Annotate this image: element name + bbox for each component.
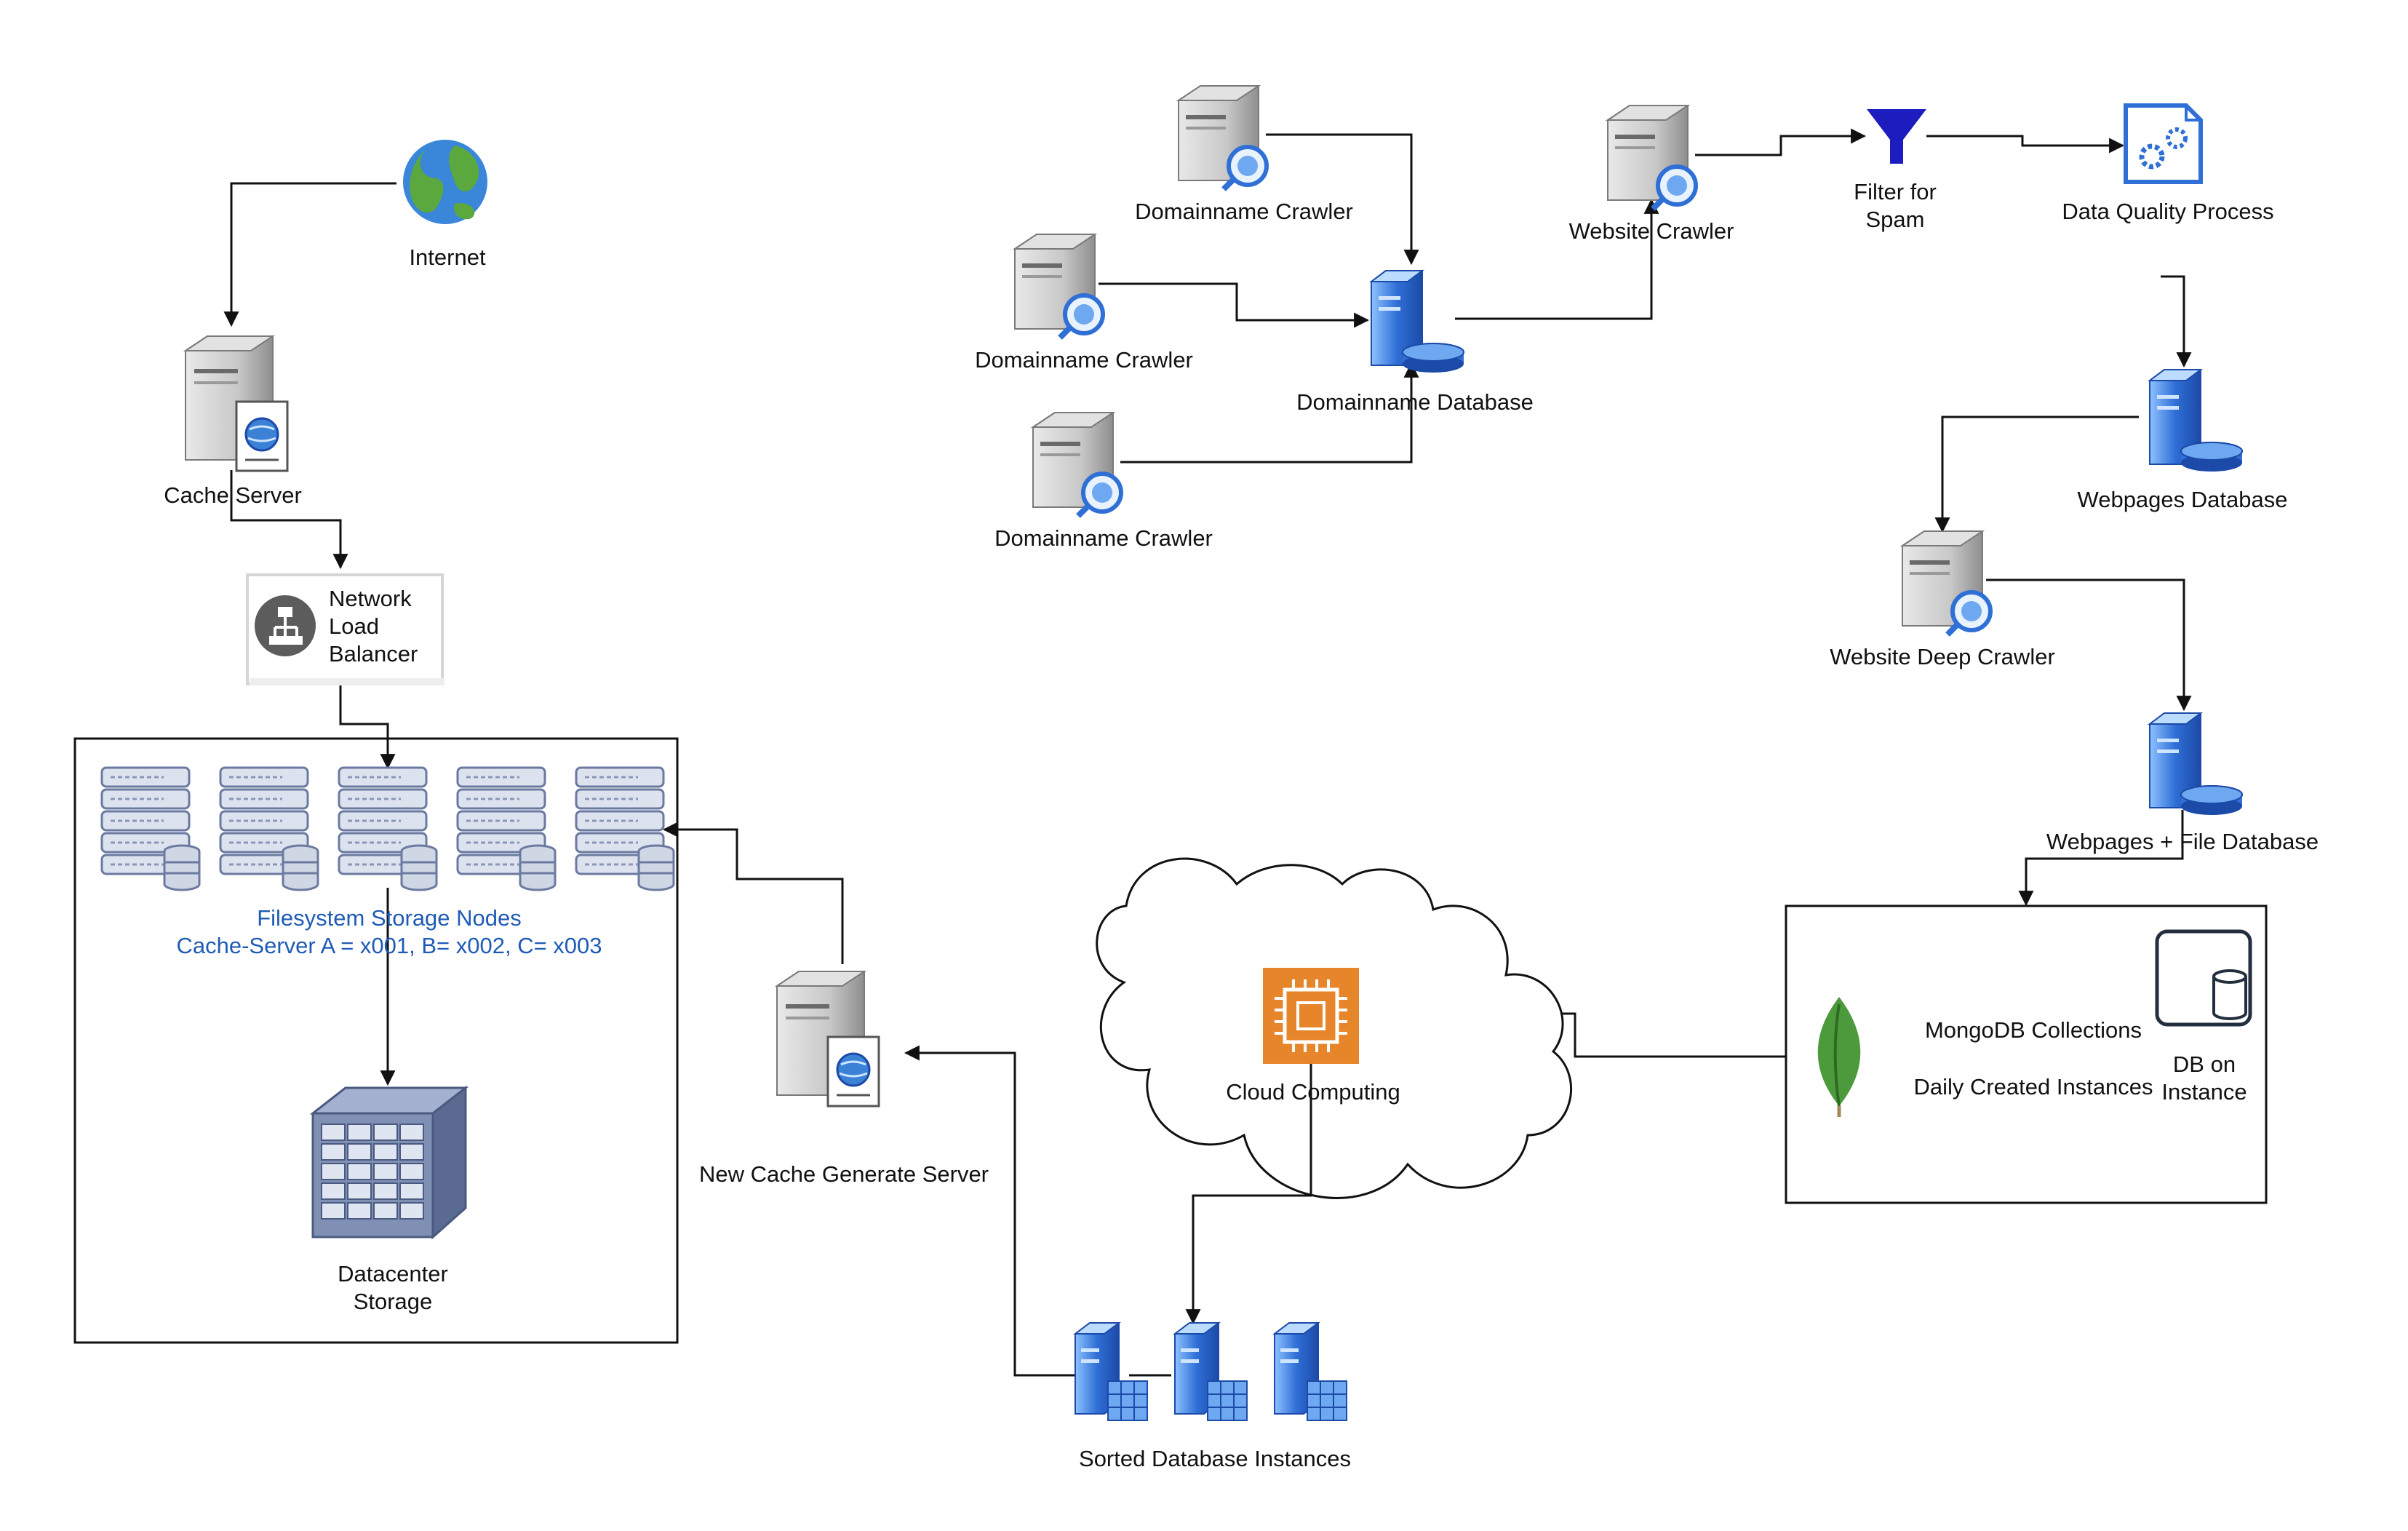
globe-icon <box>403 140 487 224</box>
storage-node-icon-4 <box>456 766 557 891</box>
connectors <box>223 128 2192 1377</box>
edge-cache-to-lb <box>230 470 348 570</box>
edge-sorteddb-to-newcache <box>904 1045 1085 1377</box>
domain-crawler-icon-2 <box>1015 234 1103 338</box>
webpages-file-db-icon <box>2149 712 2243 816</box>
fs-nodes-label-2: Cache-Server A = x001, B= x002, C= x003 <box>176 933 602 958</box>
load-balancer-icon <box>255 595 316 656</box>
storage-node-icon-1 <box>100 766 201 891</box>
sorted-db-label: Sorted Database Instances <box>1079 1446 1351 1471</box>
edge-filter-to-quality <box>1926 135 2125 154</box>
db-instance-icon-3 <box>1274 1322 1347 1421</box>
storage-node-icon-3 <box>338 766 438 891</box>
edge-crawler1-to-domaindb <box>1266 133 1419 266</box>
mongodb-leaf-icon <box>1817 997 1861 1117</box>
daily-instances-label: Daily Created Instances <box>1913 1074 2153 1099</box>
domain-db-icon <box>1371 270 1464 373</box>
edge-newcache-to-nodes <box>662 822 844 964</box>
db-instance-icon-2 <box>1174 1322 1248 1421</box>
datacenter-storage-icon <box>309 1085 469 1240</box>
webpages-file-db-label: Webpages + File Database <box>2046 829 2319 854</box>
mongodb-box <box>1785 904 2268 1204</box>
domain-crawler-icon-3 <box>1033 413 1121 516</box>
edge-webpagesdb-to-deep <box>1934 415 2139 533</box>
filter-spam-label: Filter for Spam <box>1854 179 1937 232</box>
cache-server-label: Cache Server <box>164 482 302 508</box>
edge-domaindb-to-website <box>1455 198 1659 320</box>
domain-crawler-label-2: Domainname Crawler <box>975 347 1193 373</box>
db-instance-icon-1 <box>1075 1322 1148 1421</box>
edge-deep-to-filedb <box>1986 578 2192 712</box>
storage-node-icon-5 <box>575 766 675 891</box>
datacenter-storage-label: Datacenter Storage <box>338 1261 448 1314</box>
edge-crawler3-to-domaindb <box>1120 362 1419 464</box>
website-crawler-icon <box>1608 106 1696 209</box>
internet-label: Internet <box>409 244 486 270</box>
webpages-db-label: Webpages Database <box>2077 487 2288 512</box>
network-lb-label: Network Load Balancer <box>329 586 418 667</box>
db-on-instance-label: DB on Instance <box>2161 1051 2247 1105</box>
data-quality-icon <box>2124 103 2203 184</box>
domain-crawler-label-3: Domainname Crawler <box>994 525 1213 551</box>
edge-internet-to-cache <box>223 182 396 327</box>
new-cache-server-icon <box>776 970 880 1108</box>
domain-crawler-label-1: Domainname Crawler <box>1135 199 1353 224</box>
storage-node-icon-2 <box>219 766 319 891</box>
edge-website-to-filter <box>1695 128 1867 156</box>
edge-crawler2-to-domaindb <box>1099 282 1370 328</box>
deep-crawler-label: Website Deep Crawler <box>1830 644 2055 669</box>
new-cache-server-label: New Cache Generate Server <box>698 1161 989 1187</box>
filter-funnel-icon <box>1867 109 1926 164</box>
domain-crawler-icon-1 <box>1179 86 1267 189</box>
cache-server-icon <box>184 335 289 472</box>
storage-cluster-box <box>73 737 679 1344</box>
edge-filedb-to-mongo <box>2018 810 2184 907</box>
deep-crawler-icon <box>1902 531 1990 635</box>
website-crawler-label: Website Crawler <box>1568 218 1734 244</box>
db-on-instance-icon <box>2155 929 2252 1027</box>
cloud-computing-icon <box>1263 968 1359 1064</box>
webpages-db-icon <box>2149 369 2243 472</box>
fs-nodes-label-1: Filesystem Storage Nodes <box>257 905 522 931</box>
edge-quality-to-webpagesdb <box>2161 275 2192 368</box>
mongodb-collections-label: MongoDB Collections <box>1924 1017 2142 1043</box>
domain-db-label: Domainname Database <box>1296 389 1534 415</box>
edge-lb-to-nodes <box>339 684 396 770</box>
data-quality-label: Data Quality Process <box>2062 199 2274 224</box>
cloud-computing-label: Cloud Computing <box>1226 1079 1400 1105</box>
